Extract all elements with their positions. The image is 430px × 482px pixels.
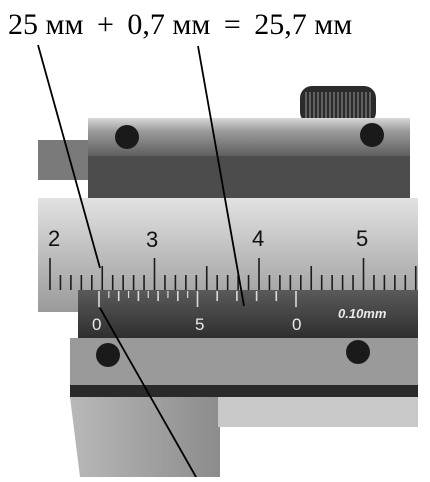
screw-bottom-right — [346, 340, 370, 364]
equals-sign: = — [223, 8, 241, 41]
vernier-resolution: 0.10mm — [338, 306, 387, 321]
pointer-lines — [37, 44, 245, 478]
pointer-0-7mm — [197, 45, 245, 307]
main-label-5: 5 — [356, 226, 368, 251]
main-label-4: 4 — [252, 226, 264, 251]
screw-top-left — [115, 125, 139, 149]
slider-edge — [70, 385, 418, 397]
plus-sign: + — [96, 8, 114, 41]
total-reading: 25,7 мм — [254, 8, 353, 41]
caliper-body — [38, 86, 418, 477]
screw-top-right — [360, 123, 384, 147]
vernier-plate — [78, 290, 418, 338]
thumb-wheel — [300, 86, 376, 124]
jaw-moving — [70, 397, 220, 477]
main-reading: 25 мм — [8, 8, 84, 41]
vernier-label-5: 5 — [195, 315, 204, 334]
vernier-reading: 0,7 мм — [127, 8, 211, 41]
vernier-label-10: 0 — [292, 315, 301, 334]
pointer-25mm — [37, 44, 101, 269]
vernier-scale-ticks — [98, 291, 297, 307]
screw-bottom-left — [96, 343, 120, 367]
pointer-vernier-zero — [99, 307, 197, 478]
vernier-label-0: 0 — [92, 315, 101, 334]
vernier-scale-labels: 0 5 0 0.10mm — [92, 306, 387, 334]
slider-face — [88, 156, 410, 198]
main-label-2: 2 — [48, 226, 60, 251]
jaw-lower-right — [218, 397, 418, 427]
measurement-equation: 25 мм + 0,7 мм = 25,7 мм — [8, 8, 358, 42]
slider-top — [88, 118, 410, 156]
main-scale-labels: 2 3 4 5 — [48, 226, 368, 252]
main-scale-ticks — [49, 258, 417, 290]
main-label-3: 3 — [146, 227, 158, 252]
